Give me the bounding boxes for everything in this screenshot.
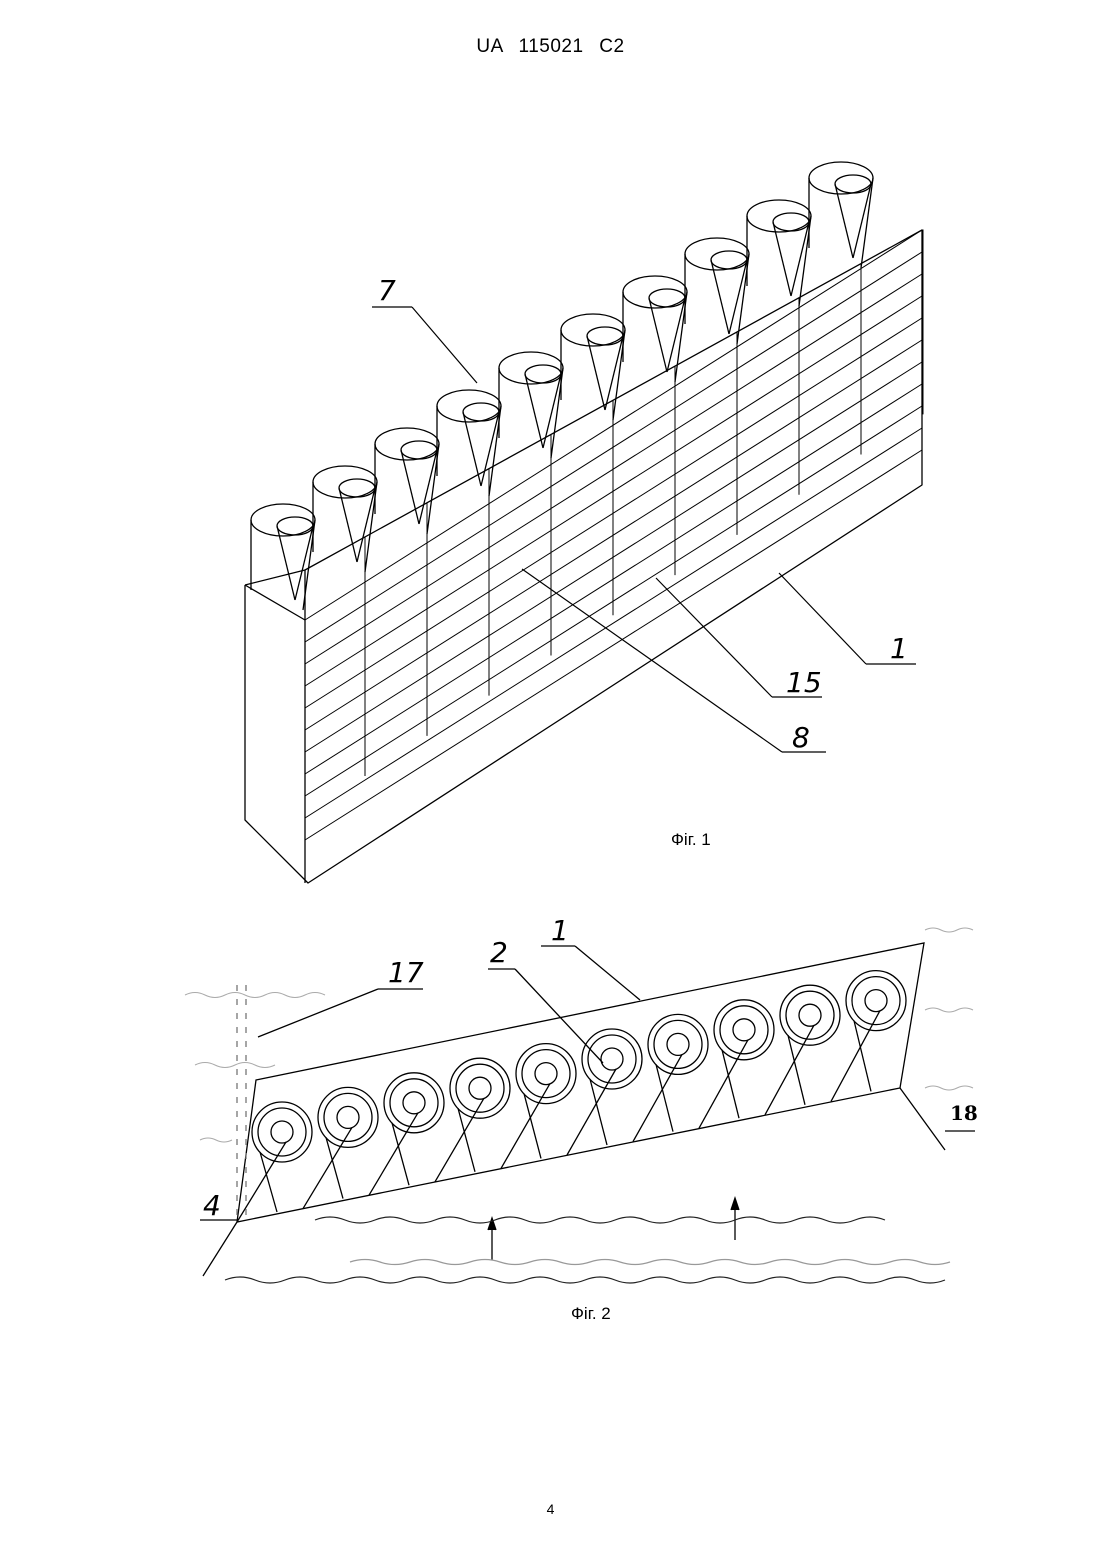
label-18: 18	[950, 1101, 978, 1125]
figure-2-caption: Фіг. 2	[571, 1304, 611, 1324]
label-4: 4	[203, 1189, 221, 1222]
label-1-fig2: 1	[551, 914, 569, 947]
label-2: 2	[490, 936, 508, 969]
label-17: 17	[388, 956, 424, 989]
page-number: 4	[0, 1501, 1101, 1517]
